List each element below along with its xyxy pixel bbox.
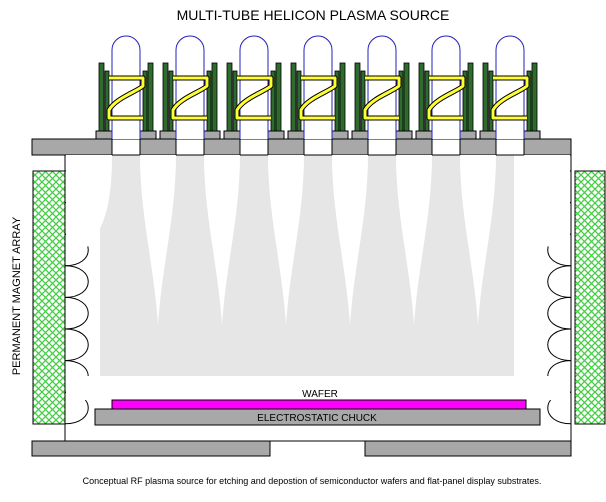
helicon-tube: [95, 35, 157, 140]
field-arc: [64, 296, 89, 330]
helicon-tube: [415, 35, 477, 140]
bottom-plate-right: [364, 440, 572, 457]
helical-antenna: [171, 76, 209, 120]
plume-gap: [268, 155, 304, 325]
plume-gap: [204, 155, 240, 325]
magnet-array-left: [32, 170, 66, 425]
coil-bar: [168, 70, 174, 132]
plume-gap: [332, 155, 368, 325]
coil-bar: [275, 62, 282, 132]
tube-wall: [175, 35, 205, 139]
coil-bar: [142, 70, 148, 132]
top-plate-segment: [267, 138, 305, 156]
helical-antenna: [235, 76, 273, 120]
caption: Conceptual RF plasma source for etching …: [83, 476, 542, 486]
coil-bar: [398, 70, 404, 132]
bottom-plate-left: [31, 440, 271, 457]
coil-bar: [488, 70, 494, 132]
sheath-gap: [66, 376, 570, 400]
coil-bar: [147, 62, 154, 132]
helicon-tube: [287, 35, 349, 140]
plume-gap: [140, 155, 176, 325]
helical-antenna: [363, 76, 401, 120]
magnet-array-label: PERMANENT MAGNET ARRAY: [11, 216, 23, 375]
helicon-tube: [159, 35, 221, 140]
coil-bar: [232, 70, 238, 132]
tube-wall: [239, 35, 269, 139]
helicon-tube: [351, 35, 413, 140]
coil-bar: [482, 62, 489, 132]
top-plate-segment: [395, 138, 433, 156]
coil-bar: [339, 62, 346, 132]
top-plate-segment: [523, 138, 572, 156]
helical-antenna: [107, 76, 145, 120]
coil-bar: [226, 62, 233, 132]
plasma-plumes: [66, 155, 570, 400]
coil-bar: [403, 62, 410, 132]
top-plate-segment: [459, 138, 497, 156]
top-plate-segment: [31, 138, 113, 156]
coil-bar: [531, 62, 538, 132]
helicon-tube: [479, 35, 541, 140]
helical-antenna: [427, 76, 465, 120]
diagram-title: MULTI-TUBE HELICON PLASMA SOURCE: [177, 7, 450, 23]
tube-wall: [367, 35, 397, 139]
coil-bar: [290, 62, 297, 132]
tube-wall: [431, 35, 461, 139]
helicon-tubes: [95, 35, 541, 140]
tube-wall: [111, 35, 141, 139]
magnet-array-right: [574, 170, 606, 425]
tube-wall: [303, 35, 333, 139]
coil-bar: [270, 70, 276, 132]
coil-bar: [296, 70, 302, 132]
coil-bar: [526, 70, 532, 132]
coil-bar: [467, 62, 474, 132]
coil-bar: [206, 70, 212, 132]
plume-gap: [66, 155, 112, 262]
coil-bar: [104, 70, 110, 132]
helicon-tube: [223, 35, 285, 140]
coil-bar: [424, 70, 430, 132]
coil-bar: [211, 62, 218, 132]
wafer-label: WAFER: [302, 389, 338, 400]
plume-gap: [396, 155, 432, 325]
helical-antenna: [299, 76, 337, 120]
tube-wall: [495, 35, 525, 139]
wafer: [111, 399, 527, 410]
top-plate-segment: [203, 138, 241, 156]
field-arc: [547, 296, 572, 330]
chuck-label: ELECTROSTATIC CHUCK: [257, 413, 377, 424]
field-arc: [64, 265, 89, 298]
field-arc: [547, 265, 572, 298]
plume-gap: [524, 155, 570, 262]
electrostatic-chuck: [94, 408, 541, 426]
field-arc: [547, 328, 572, 362]
coil-bar: [418, 62, 425, 132]
coil-bar: [334, 70, 340, 132]
top-plate-segment: [139, 138, 177, 156]
coil-bar: [162, 62, 169, 132]
coil-bar: [360, 70, 366, 132]
coil-bar: [462, 70, 468, 132]
top-plate: [31, 138, 572, 156]
helical-antenna: [491, 76, 529, 120]
top-plate-segment: [331, 138, 369, 156]
plume-gap: [460, 155, 496, 325]
field-arc: [64, 328, 89, 362]
coil-bar: [354, 62, 361, 132]
coil-bar: [98, 62, 105, 132]
